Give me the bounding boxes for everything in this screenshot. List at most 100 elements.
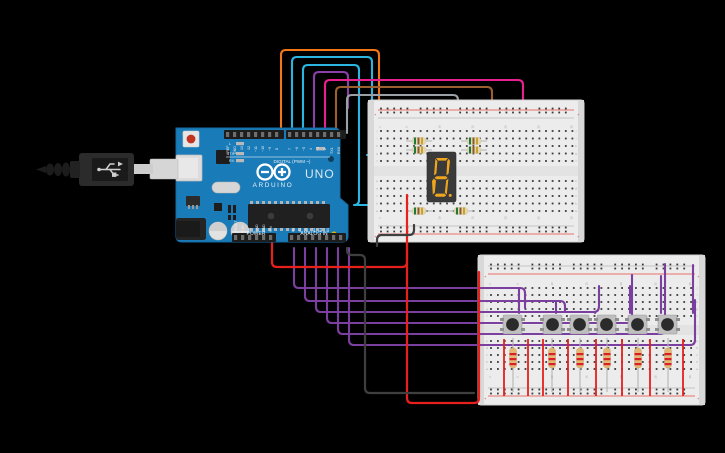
- svg-text:i: i: [377, 137, 378, 141]
- svg-text:~6: ~6: [295, 147, 299, 151]
- svg-text:15: 15: [470, 216, 474, 219]
- svg-text:e: e: [575, 180, 577, 183]
- resistor-display-1[interactable]: [406, 137, 432, 145]
- svg-text:25: 25: [654, 282, 658, 285]
- resistor-button-2[interactable]: [548, 338, 556, 392]
- resistor-display-4[interactable]: [461, 146, 487, 154]
- svg-text:A3: A3: [312, 228, 316, 232]
- svg-text:~9: ~9: [268, 147, 272, 151]
- reset-button-cap[interactable]: [186, 134, 196, 144]
- wire-analog-a1[interactable]: [303, 246, 567, 314]
- digital-pin-labels: AREF GND 13 12 ~11 ~10 ~9 8 7 ~6 ~5 4 ~3…: [226, 145, 341, 155]
- svg-text:e: e: [376, 180, 378, 183]
- svg-text:e: e: [486, 340, 488, 343]
- svg-text:b: b: [575, 202, 577, 206]
- pushbutton-1[interactable]: [500, 314, 525, 335]
- resistor-button-1[interactable]: [509, 338, 517, 392]
- svg-text:i: i: [697, 293, 698, 297]
- svg-text:i: i: [487, 293, 488, 297]
- svg-text:~10: ~10: [261, 146, 265, 152]
- resistor-button-5[interactable]: [634, 338, 642, 392]
- resistor-display-3[interactable]: [461, 137, 487, 145]
- seven-segment-display[interactable]: [426, 151, 457, 203]
- rail-plus-label: +: [374, 112, 377, 117]
- svg-text:A4: A4: [319, 228, 323, 232]
- wire-digital-brown[interactable]: [334, 85, 494, 177]
- resistor-display-6[interactable]: [448, 207, 474, 215]
- wire-digital-purple[interactable]: [312, 70, 350, 135]
- arduino-uno-board[interactable]: AREF GND 13 12 ~11 ~10 ~9 8 7 ~6 ~5 4 ~3…: [175, 127, 349, 243]
- wire-analog-a2[interactable]: [314, 246, 601, 314]
- svg-text:25: 25: [536, 125, 540, 128]
- svg-text:7: 7: [288, 148, 292, 150]
- svg-text:TX1: TX1: [330, 147, 334, 154]
- svg-text:h: h: [575, 144, 577, 148]
- svg-text:2: 2: [323, 148, 327, 150]
- resistor-button-6[interactable]: [664, 338, 672, 392]
- svg-text:4: 4: [309, 148, 313, 150]
- wire-digital-gray[interactable]: [345, 93, 460, 184]
- wire-analog-a5[interactable]: [347, 246, 697, 347]
- svg-text:3.3V: 3.3V: [241, 224, 245, 232]
- pushbutton-group: [500, 314, 680, 335]
- svg-text:GND: GND: [255, 224, 259, 232]
- pushbutton-3[interactable]: [567, 314, 592, 335]
- svg-text:c: c: [696, 354, 698, 357]
- svg-text:30: 30: [688, 375, 692, 378]
- wire-digital-magenta[interactable]: [323, 78, 525, 242]
- wire-digital-cyan2[interactable]: [301, 63, 386, 207]
- resistor-display-2[interactable]: [406, 146, 432, 154]
- svg-text:VIN: VIN: [269, 226, 273, 232]
- pushbutton-5[interactable]: [625, 314, 650, 335]
- wire-gnd-dark-2[interactable]: [375, 223, 416, 248]
- wire-5v-red-2[interactable]: [405, 241, 481, 405]
- usb-icon: [97, 161, 123, 177]
- pushbutton-6[interactable]: [655, 314, 680, 335]
- svg-text:h: h: [696, 300, 698, 304]
- usb-controller-chip: [216, 150, 230, 164]
- svg-text:b: b: [486, 360, 488, 364]
- analog-header-label: ANALOG IN: [300, 231, 328, 237]
- svg-text:1: 1: [378, 126, 382, 128]
- svg-text:j: j: [376, 129, 378, 133]
- usb-shell: [149, 158, 179, 180]
- svg-text:d: d: [575, 187, 577, 191]
- svg-text:10: 10: [550, 282, 554, 285]
- digital-header[interactable]: [224, 130, 346, 139]
- svg-text:+: +: [697, 396, 700, 401]
- usb-cable[interactable]: [36, 153, 179, 186]
- arduino-logo-icon: [256, 163, 291, 181]
- svg-text:e: e: [696, 340, 698, 343]
- svg-text:b: b: [376, 202, 378, 206]
- svg-text:30: 30: [688, 282, 692, 285]
- svg-text:~3: ~3: [316, 147, 320, 151]
- usb-cable-tail: [36, 166, 46, 173]
- svg-text:+: +: [484, 396, 487, 401]
- pushbutton-4[interactable]: [594, 314, 619, 335]
- svg-text:g: g: [376, 153, 378, 156]
- resistor-button-4[interactable]: [603, 338, 611, 392]
- svg-text:f: f: [377, 159, 378, 163]
- segment-a: [436, 158, 448, 161]
- svg-text:1: 1: [488, 283, 492, 285]
- power-header[interactable]: [232, 233, 276, 242]
- svg-text:5: 5: [404, 126, 408, 128]
- analog-header[interactable]: [288, 233, 346, 242]
- svg-text:j: j: [575, 129, 577, 133]
- svg-text:12: 12: [247, 146, 251, 150]
- svg-text:A0: A0: [291, 228, 295, 232]
- resistor-button-3[interactable]: [576, 338, 584, 392]
- resistor-display-5[interactable]: [406, 207, 432, 215]
- segment-e: [432, 178, 436, 195]
- display-breadboard[interactable]: + + + + 115510101515202025253030jjiihhgg…: [367, 99, 585, 243]
- microcontroller-atmega328p: [248, 204, 330, 228]
- wire-gnd-dark[interactable]: [345, 246, 476, 395]
- svg-text:b: b: [696, 360, 698, 364]
- svg-text:a: a: [696, 368, 698, 371]
- svg-text:1: 1: [488, 376, 492, 378]
- power-pin-labels: RESET 3.3V 5V GND GND VIN: [234, 221, 273, 232]
- svg-text:+: +: [697, 274, 700, 279]
- pushbutton-2[interactable]: [540, 314, 565, 335]
- wire-analog-a0[interactable]: [292, 246, 527, 310]
